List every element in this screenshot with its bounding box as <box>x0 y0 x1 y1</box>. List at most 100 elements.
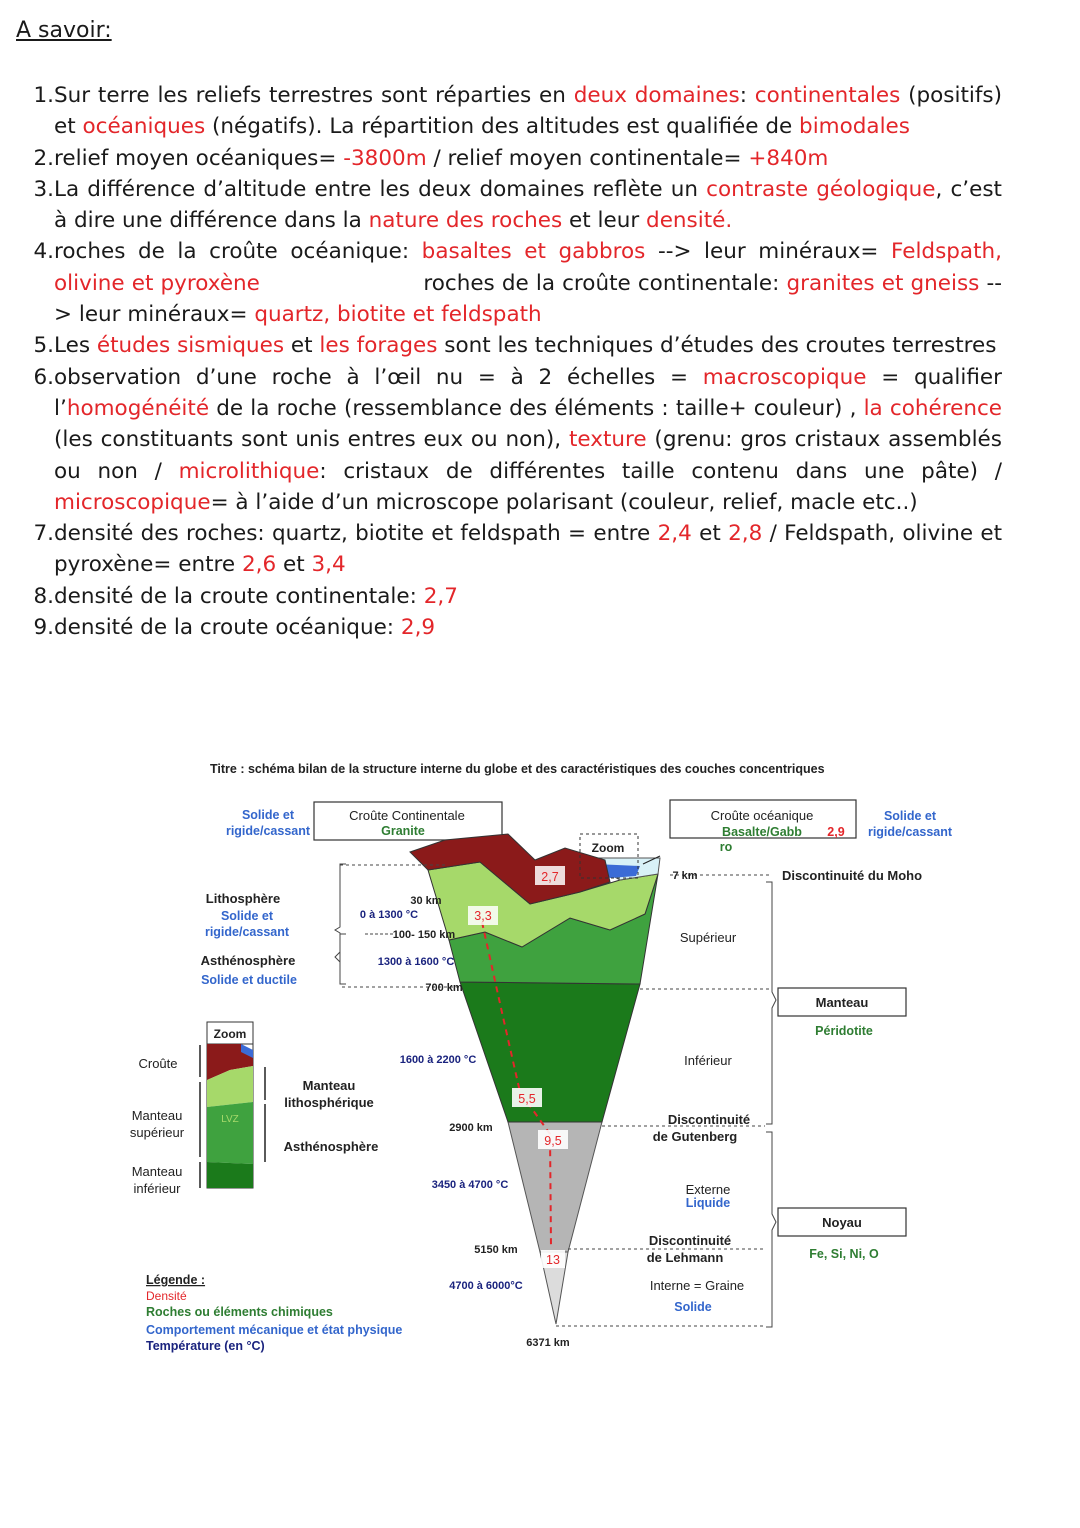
highlighted-term: bimodales <box>799 114 910 140</box>
note-fragment: / relief moyen continentale= <box>426 145 749 171</box>
highlighted-term: la cohérence <box>863 395 1002 421</box>
highlighted-term: +840m <box>748 145 829 171</box>
highlighted-term: 2,9 <box>400 615 436 641</box>
continental-crust-box <box>313 801 503 841</box>
note-number: 4. <box>33 239 54 265</box>
note-fragment: densité des roches: quartz, biotite et f… <box>54 521 658 547</box>
note-fragment: = à l’aide d’un microscope polarisant (c… <box>210 489 918 515</box>
zoom-upper-mantle-1: Manteau <box>132 1108 183 1123</box>
highlighted-term: microlithique <box>178 458 320 484</box>
continental-crust-label: Croûte Continentale <box>349 808 465 823</box>
note-fragment: (positifs) et <box>54 83 1009 140</box>
density-55: 5,5 <box>518 1092 535 1106</box>
continental-crust-layer <box>409 833 611 905</box>
density-33: 3,3 <box>474 909 491 923</box>
highlighted-term: texture <box>568 427 647 453</box>
note-item: 6.observation d’une roche à l’œil nu = à… <box>16 362 1002 518</box>
lehmann-label-2: de Lehmann <box>647 1250 724 1265</box>
depth-700km: 700 km <box>425 982 463 994</box>
right-rigid-label: rigide/cassant <box>868 825 953 839</box>
zoom-lower <box>207 1162 253 1188</box>
highlighted-term: microscopique <box>54 489 211 515</box>
continental-crust-rock: Granite <box>381 824 425 838</box>
note-number: 9. <box>33 615 54 641</box>
lithosphere-state-2: rigide/cassant <box>205 925 290 939</box>
zoom-lvz: LVZ <box>221 1114 239 1125</box>
note-item: 4.roches de la croûte océanique: basalte… <box>16 236 1002 330</box>
oceanic-crust-rock-2: ro <box>720 840 733 854</box>
note-item: 7.densité des roches: quartz, biotite et… <box>16 518 1002 581</box>
page-heading: A savoir: <box>16 18 112 43</box>
note-fragment: La différence d’altitude entre les deux … <box>54 176 707 202</box>
note-fragment: et <box>691 521 729 547</box>
highlighted-term: deux domaines <box>573 83 740 108</box>
depth-7km: 7 km <box>672 870 697 882</box>
density-13: 13 <box>546 1253 560 1267</box>
highlighted-term: homogénéité <box>66 395 210 421</box>
zoom-upper-mantle-2: supérieur <box>130 1125 185 1140</box>
notes-list: 1.Sur terre les reliefs terrestres sont … <box>16 80 1002 643</box>
temp-inner-core: 4700 à 6000°C <box>449 1280 523 1292</box>
oceanic-density-label: 2,9 <box>827 825 844 839</box>
note-fragment: (négatifs). La répartition des altitudes… <box>205 114 800 140</box>
note-number: 1. <box>33 83 54 108</box>
core-label: Noyau <box>822 1215 862 1230</box>
zoom-detail-label: Zoom <box>214 1027 247 1041</box>
note-fragment: sont les techniques d’études des croutes… <box>437 333 997 359</box>
note-item: 9.densité de la croute océanique: 2,9 <box>16 612 1002 643</box>
note-fragment: (les constituants sont unis entres eux o… <box>54 395 1009 453</box>
upper-mantle-label: Supérieur <box>680 930 737 945</box>
highlighted-term: basaltes et gabbros <box>421 239 646 265</box>
highlighted-term: continentales <box>754 83 901 108</box>
mantle-box <box>777 987 907 1017</box>
highlighted-term: études sismiques <box>96 333 285 359</box>
temp-asthenosphere: 1300 à 1600 °C <box>378 956 455 968</box>
asthenosphere-label: Asthénosphère <box>201 953 296 968</box>
zoom-astheno <box>207 1102 253 1164</box>
note-fragment: relief moyen océaniques= <box>54 145 344 171</box>
legend-mechanical: Comportement mécanique et état physique <box>146 1323 402 1337</box>
highlighted-term: 2,7 <box>423 583 458 609</box>
note-fragment: et <box>284 333 320 359</box>
note-text: Sur terre les reliefs terrestres sont ré… <box>54 80 1002 143</box>
zoom-frame <box>579 833 639 879</box>
note-item: 5.Les études sismiques et les forages so… <box>16 330 1002 361</box>
note-text: relief moyen océaniques= -3800m / relief… <box>54 143 1002 174</box>
zoom-lower-mantle-2: inférieur <box>134 1181 182 1196</box>
highlighted-term: Feldspath, olivine et pyroxène <box>54 239 1009 296</box>
note-number: 5. <box>33 333 54 359</box>
highlighted-term: quartz, biotite et feldspath <box>254 302 542 328</box>
note-text: densité de la croute océanique: 2,9 <box>54 612 1002 643</box>
note-fragment: Les <box>54 333 97 359</box>
highlighted-term: océaniques <box>82 114 206 140</box>
depth-2900km: 2900 km <box>449 1122 493 1134</box>
figure-title: Titre : schéma bilan de la structure int… <box>210 762 825 776</box>
note-fragment: densité de la croute océanique: <box>54 615 401 641</box>
temp-lower-mantle: 1600 à 2200 °C <box>400 1054 477 1066</box>
note-text: La différence d’altitude entre les deux … <box>54 174 1002 237</box>
temp-outer-core: 3450 à 4700 °C <box>432 1179 509 1191</box>
zoom-litho-mantle-1: Manteau <box>303 1078 356 1093</box>
note-item: 3.La différence d’altitude entre les deu… <box>16 174 1002 237</box>
density-95: 9,5 <box>544 1134 561 1148</box>
legend-rocks: Roches ou éléments chimiques <box>146 1305 333 1319</box>
zoom-label: Zoom <box>592 841 625 855</box>
highlighted-term: densité. <box>646 208 733 234</box>
right-solid-label: Solide et <box>884 809 937 823</box>
note-fragment: de la roche (ressemblance des éléments :… <box>209 395 864 421</box>
note-fragment: : cristaux de différentes taille contenu… <box>319 458 1009 484</box>
note-fragment: --> leur minéraux= <box>54 270 1002 328</box>
note-item: 2.relief moyen océaniques= -3800m / reli… <box>16 143 1002 174</box>
mantle-label: Manteau <box>816 995 869 1010</box>
temp-lithosphere: 0 à 1300 °C <box>360 909 418 921</box>
highlighted-term: 3,4 <box>311 552 346 578</box>
lehmann-label-1: Discontinuité <box>649 1233 731 1248</box>
highlighted-term: 2,8 <box>728 521 763 547</box>
oceanic-crust-label: Croûte océanique <box>711 808 814 823</box>
lithosphere-state-1: Solide et <box>221 909 274 923</box>
core-chemistry: Fe, Si, Ni, O <box>809 1247 879 1261</box>
note-fragment: et leur <box>562 208 647 234</box>
note-text: densité des roches: quartz, biotite et f… <box>54 518 1002 581</box>
lithosphere-label: Lithosphère <box>206 891 280 906</box>
note-text: densité de la croute continentale: 2,7 <box>54 581 1002 612</box>
